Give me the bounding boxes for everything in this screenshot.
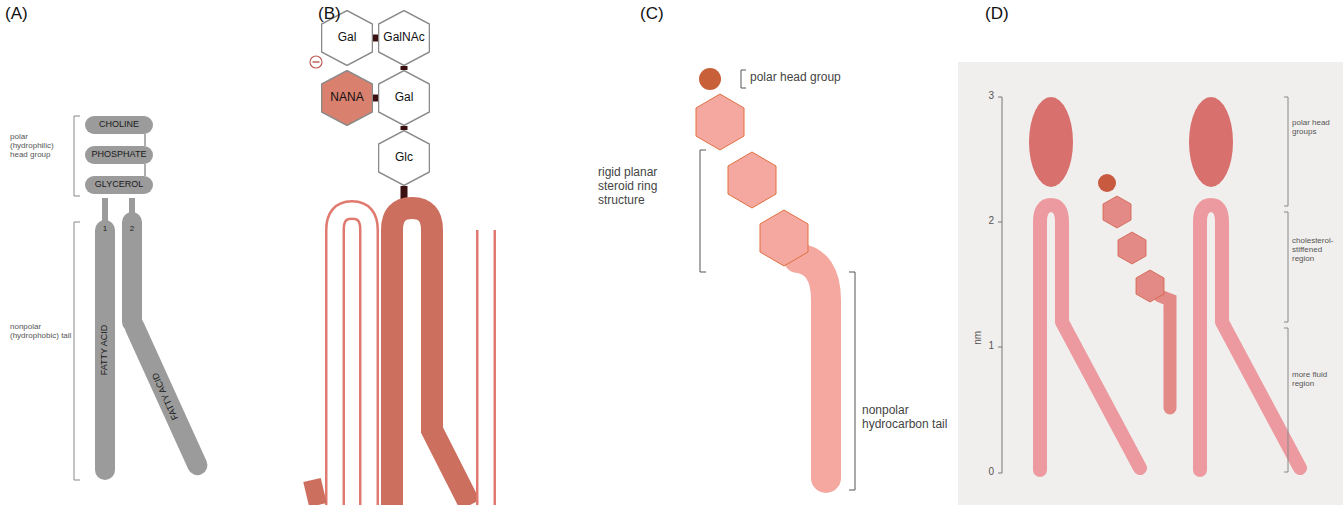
panel-letter: (A) [5, 4, 45, 24]
axis-tick: 1 [982, 340, 994, 352]
cholesterol-ring [1118, 232, 1146, 264]
steroid-ring [760, 210, 808, 266]
steroid-ring [696, 94, 744, 150]
bracket-label: nonpolar hydrocarbon tail [862, 404, 950, 432]
region-label: polar head groups [1292, 118, 1341, 136]
phospholipid-head [1029, 97, 1073, 187]
cholesterol-ring [1136, 270, 1164, 302]
axis-tick: 2 [982, 215, 994, 227]
panel-letter: (B) [318, 4, 358, 24]
hexagon-shape [379, 11, 430, 66]
bracket-label: rigid planar steroid ring structure [598, 166, 696, 207]
hydroxyl-head [699, 68, 721, 90]
bracket-label: nonpolar (hydrophobic) tail [10, 322, 72, 340]
axis-unit: nm [972, 328, 984, 348]
head-group-box: GLYCEROL [85, 176, 153, 194]
bracket [849, 272, 855, 490]
carbon-number: 2 [128, 224, 136, 233]
bracket [74, 222, 80, 480]
head-group-box: CHOLINE [85, 116, 153, 134]
node-text: CHOLINE [99, 120, 139, 130]
region-label: cholesterol-stiffened region [1292, 236, 1341, 264]
cholesterol-tail [1160, 296, 1170, 408]
node-text: Gal [395, 91, 414, 104]
fatty-acid-tail [122, 222, 142, 322]
region-bracket [1284, 97, 1288, 472]
node-text: GLYCEROL [95, 180, 143, 190]
sialic-acid-hexagon: NANA [321, 70, 373, 126]
bracket-label: polar head group [750, 71, 860, 85]
hexagon-shape [379, 71, 430, 126]
panel-ground [958, 62, 1343, 505]
head-group-box: PHOSPHATE [85, 146, 153, 164]
hexagon-shape [322, 71, 373, 126]
node-text: PHOSPHATE [92, 150, 147, 160]
cholesterol-drawing [696, 68, 855, 490]
lipid-outline [479, 230, 494, 505]
lipid-outline [335, 210, 369, 505]
region-label: more fluid region [1292, 370, 1341, 388]
phospholipid-tail [1200, 205, 1300, 470]
negative-charge [313, 61, 320, 63]
node-text: FATTY ACID [100, 325, 110, 376]
node-text: NANA [330, 91, 363, 104]
panel-letter: (D) [985, 4, 1025, 24]
fatty-acid-tail: FATTY ACID [121, 314, 210, 479]
bond-line [144, 134, 145, 146]
carbon-number: 1 [101, 224, 109, 233]
node-text: Glc [395, 151, 413, 164]
bond-line [401, 126, 408, 130]
sugar-hexagon: Gal [378, 70, 430, 126]
axis [998, 97, 1002, 473]
sugar-hexagon: Glc [378, 130, 430, 186]
bond-line [373, 95, 378, 102]
node-text: GalNAc [383, 31, 424, 44]
axis-tick: 0 [982, 466, 994, 478]
bond-line [144, 164, 145, 176]
bilayer-drawing [958, 62, 1343, 505]
bracket [74, 116, 80, 196]
glycolipid-tail [392, 208, 470, 505]
axis-tick: 3 [982, 90, 994, 102]
hydrocarbon-tail [798, 258, 826, 478]
fatty-acid-tail: FATTY ACID [95, 220, 115, 480]
lipid-outline [476, 230, 496, 505]
bracket [700, 150, 706, 272]
node-text: Gal [338, 31, 357, 44]
node-text: FATTY ACID [151, 371, 181, 421]
lipid-fragment [312, 480, 318, 505]
bracket-label: polar (hydrophilic) head group [10, 132, 72, 160]
bond-line [373, 35, 378, 42]
sugar-hexagon: GalNAc [378, 10, 430, 66]
bracket [741, 70, 746, 88]
lipid-outline [335, 210, 369, 505]
cholesterol-head [1098, 174, 1116, 192]
glycolipid-drawing [310, 56, 486, 505]
phospholipid-drawing [74, 116, 132, 480]
bond-line [401, 66, 408, 70]
negative-charge [310, 56, 322, 68]
hexagon-shape [379, 131, 430, 186]
phospholipid-head [1189, 97, 1233, 187]
panel-letter: (C) [640, 4, 680, 24]
cholesterol-ring [1103, 196, 1131, 228]
steroid-ring [728, 152, 776, 208]
